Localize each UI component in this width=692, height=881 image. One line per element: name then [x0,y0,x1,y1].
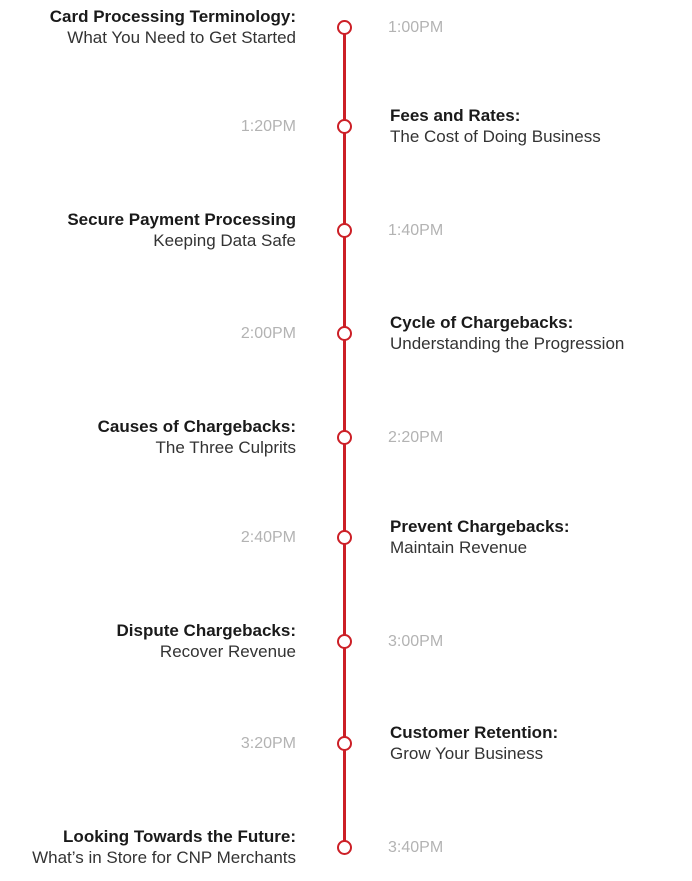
timeline-marker [337,634,352,649]
timeline-marker [337,430,352,445]
event-subtitle: What’s in Store for CNP Merchants [32,848,296,867]
event-title: Prevent Chargebacks: [390,517,570,536]
event-title: Customer Retention: [390,723,559,742]
event-subtitle: Maintain Revenue [390,538,528,557]
timeline-marker [337,20,352,35]
event-time: 1:20PM [240,118,296,135]
event-time: 3:40PM [388,839,444,856]
event-title: Looking Towards the Future: [63,827,296,846]
event-title: Fees and Rates: [390,106,521,125]
event-subtitle: The Cost of Doing Business [390,127,601,146]
event-text: Cycle of Chargebacks: Understanding the … [390,312,624,354]
event-text: Prevent Chargebacks: Maintain Revenue [390,516,570,558]
timeline-marker [337,736,352,751]
event-time: 1:00PM [388,19,444,36]
event-subtitle: What You Need to Get Started [67,28,296,47]
event-time: 1:40PM [388,222,444,239]
event-subtitle: Keeping Data Safe [153,231,296,250]
event-text: Fees and Rates: The Cost of Doing Busine… [390,105,601,147]
event-title: Card Processing Terminology: [49,7,296,26]
event-time: 2:00PM [240,325,296,342]
event-time: 2:20PM [388,429,444,446]
event-text: Causes of Chargebacks: The Three Culprit… [98,416,296,458]
event-text: Secure Payment Processing Keeping Data S… [67,209,296,251]
timeline-marker [337,119,352,134]
event-text: Customer Retention: Grow Your Business [390,722,558,764]
event-subtitle: Understanding the Progression [390,334,625,353]
timeline-marker [337,223,352,238]
event-title: Cycle of Chargebacks: [390,313,574,332]
event-subtitle: Grow Your Business [390,744,544,763]
event-text: Card Processing Terminology: What You Ne… [50,6,296,48]
event-title: Secure Payment Processing [67,210,296,229]
event-subtitle: Recover Revenue [159,642,296,661]
event-time: 3:00PM [388,633,444,650]
timeline-marker [337,326,352,341]
timeline-marker [337,840,352,855]
event-title: Causes of Chargebacks: [97,417,296,436]
timeline-marker [337,530,352,545]
event-text: Dispute Chargebacks: Recover Revenue [117,620,297,662]
event-subtitle: The Three Culprits [155,438,296,457]
event-title: Dispute Chargebacks: [116,621,297,640]
event-time: 2:40PM [240,529,296,546]
event-time: 3:20PM [240,735,296,752]
event-text: Looking Towards the Future: What’s in St… [32,826,296,868]
